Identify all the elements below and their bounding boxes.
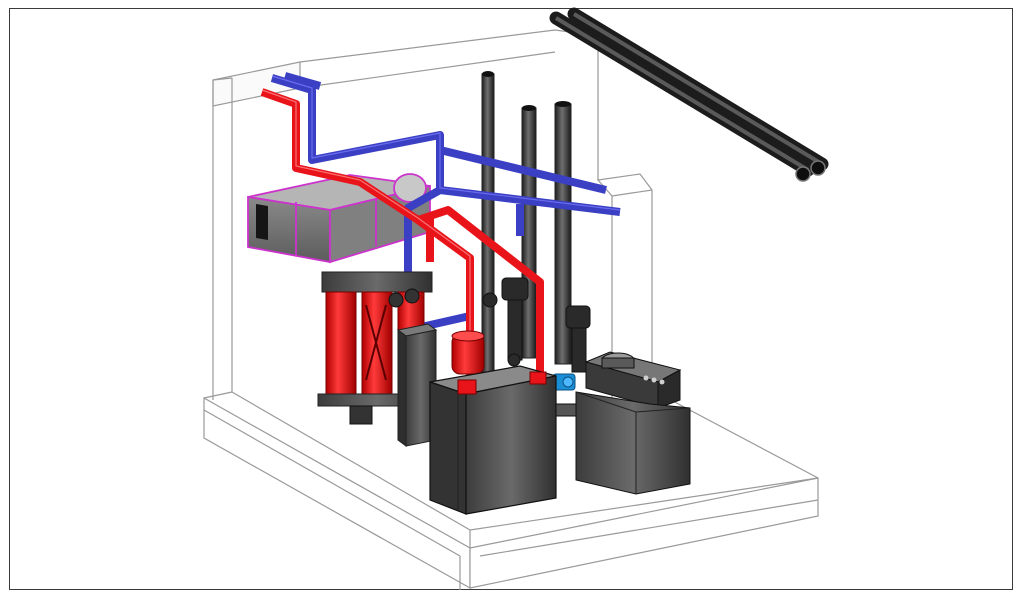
valves — [482, 277, 591, 373]
circulation-pump — [552, 373, 576, 391]
secondary-boiler — [575, 351, 691, 495]
external-pipes — [549, 7, 829, 182]
expansion-vessel — [451, 330, 485, 375]
boiler-connector — [555, 403, 579, 417]
flue-pipes — [481, 71, 572, 375]
control-panel — [396, 323, 438, 447]
room-walls — [203, 29, 819, 590]
ventilation-duct — [247, 173, 431, 264]
main-boiler — [429, 365, 557, 515]
